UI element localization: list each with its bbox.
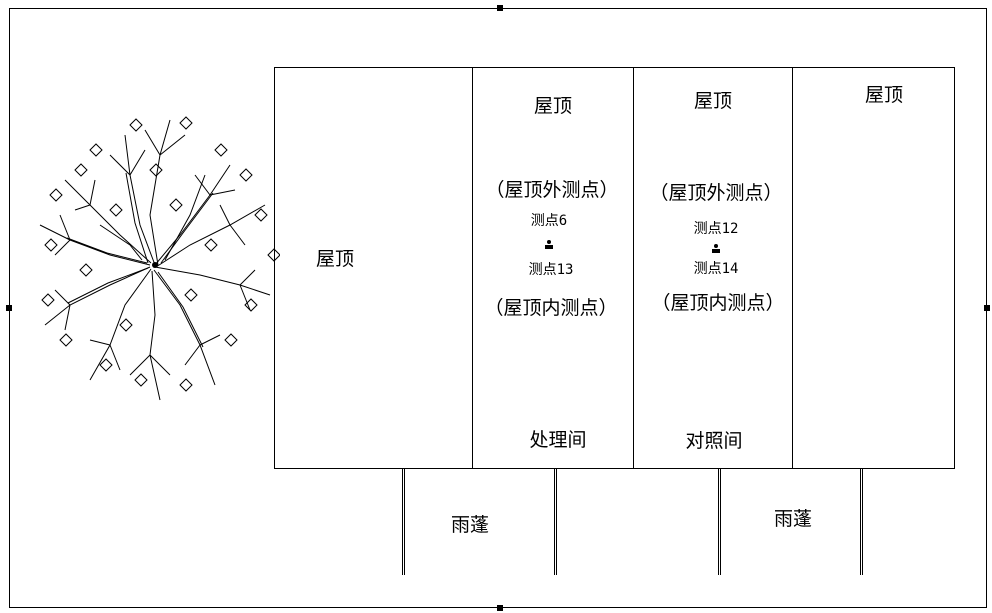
treatment-inner-point-label: （屋顶内测点） [484,297,618,319]
canopy-post-4 [860,469,863,575]
wall-divider-1 [472,67,473,469]
canopy-label-right: 雨蓬 [773,508,813,530]
wall-divider-3 [792,67,793,469]
person-marker-icon [712,244,720,253]
canopy-post-2 [554,469,557,575]
roof-label-right: 屋顶 [864,84,904,106]
wall-divider-2 [633,67,634,469]
selection-handle-left[interactable] [6,305,12,311]
treatment-point-b: 测点13 [528,262,574,278]
selection-handle-top[interactable] [497,5,503,11]
treatment-outer-point-label: （屋顶外测点） [485,179,619,201]
selection-handle-right[interactable] [984,305,990,311]
control-room-name: 对照间 [685,430,743,452]
selection-handle-bottom[interactable] [497,605,503,611]
control-point-b: 测点14 [693,261,739,277]
control-outer-point-label: （屋顶外测点） [649,182,783,204]
control-point-a: 测点12 [693,221,739,237]
roof-label-control: 屋顶 [693,90,733,112]
building-outline [274,67,955,469]
roof-label-left: 屋顶 [316,248,355,270]
tree-icon [39,116,280,401]
canopy-post-1 [402,469,405,575]
control-inner-point-label: （屋顶内测点） [651,292,785,314]
canopy-post-3 [718,469,721,575]
roof-label-treatment: 屋顶 [533,95,573,117]
person-marker-icon [545,240,553,249]
treatment-point-a: 测点6 [530,213,568,229]
canopy-label-left: 雨蓬 [450,514,490,536]
treatment-room-name: 处理间 [529,429,587,451]
